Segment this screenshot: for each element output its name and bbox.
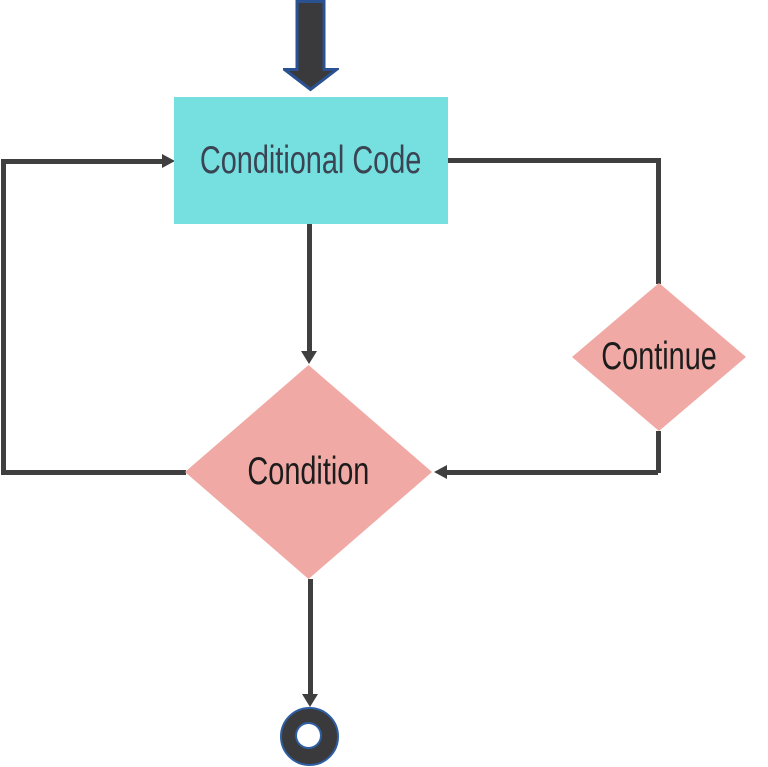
connector-bottom-vertical — [308, 579, 313, 695]
arrowhead-into-terminator — [302, 694, 318, 707]
connector-right-top-horizontal — [448, 158, 661, 163]
arrowhead-into-condition-right — [434, 465, 447, 479]
connector-right-vertical-lower — [656, 431, 661, 473]
arrowhead-into-conditional-code — [162, 154, 175, 168]
connector-right-bottom-horizontal — [447, 470, 658, 475]
node-condition: Condition — [185, 365, 432, 579]
connector-middle-vertical — [307, 224, 312, 352]
end-terminator-icon — [280, 707, 339, 766]
node-continue-label: Continue — [601, 335, 717, 378]
node-conditional-code-label: Conditional Code — [200, 138, 422, 182]
connector-loop-left-vertical — [1, 159, 6, 475]
connector-right-vertical-upper — [656, 160, 661, 284]
node-conditional-code: Conditional Code — [174, 97, 448, 224]
node-condition-label: Condition — [247, 450, 370, 493]
end-terminator-hole — [295, 722, 322, 749]
node-continue: Continue — [572, 283, 746, 431]
arrowhead-into-condition-top — [301, 351, 317, 364]
connector-loop-top-horizontal — [1, 159, 164, 164]
connector-loop-bottom-horizontal — [1, 470, 186, 475]
entry-arrow-icon — [283, 0, 339, 92]
